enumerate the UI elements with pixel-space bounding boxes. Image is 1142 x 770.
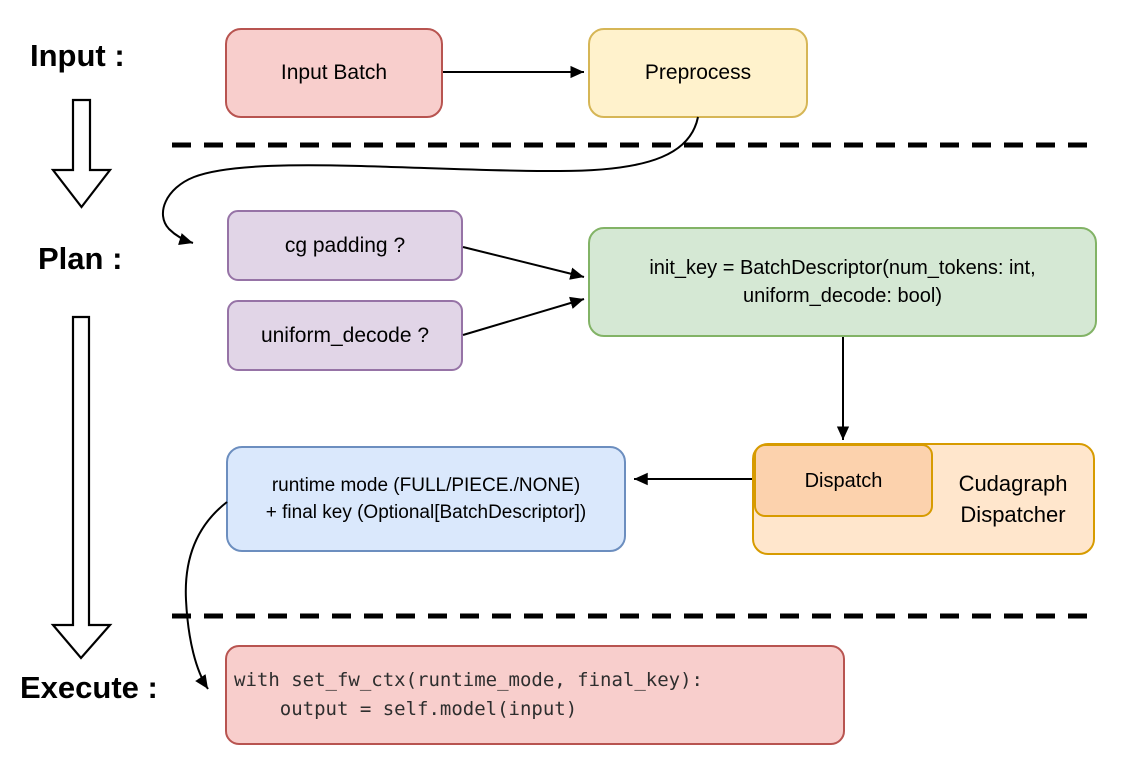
node-cudagraph-dispatcher-label: Cudagraph Dispatcher	[933, 445, 1093, 553]
node-dispatch-label: Dispatch	[804, 469, 883, 492]
node-uniform-decode: uniform_decode ?	[227, 300, 463, 371]
edge-runtime-mode-to-execute-code	[184, 501, 228, 690]
execute-code-line1: with set_fw_ctx(runtime_mode, final_key)…	[234, 669, 703, 691]
node-runtime-mode-line2: + final key (Optional[BatchDescriptor])	[265, 502, 587, 523]
section-label-execute: Execute :	[20, 670, 158, 705]
down-arrow-plan-icon	[50, 315, 113, 660]
node-uniform-decode-label: uniform_decode ?	[260, 323, 430, 347]
node-input-batch-label: Input Batch	[280, 61, 388, 84]
section-label-input: Input :	[30, 38, 125, 73]
cudagraph-label-line2: Dispatcher	[960, 502, 1066, 527]
section-label-plan: Plan :	[38, 241, 123, 276]
node-preprocess: Preprocess	[588, 28, 808, 118]
down-arrow-input-icon	[50, 98, 113, 209]
node-init-key-line1: init_key = BatchDescriptor(num_tokens: i…	[649, 257, 1036, 279]
cudagraph-label-line1: Cudagraph	[958, 471, 1068, 496]
node-init-key-line2: uniform_decode: bool)	[742, 285, 942, 307]
node-init-key: init_key = BatchDescriptor(num_tokens: i…	[588, 227, 1097, 337]
node-dispatch: Dispatch	[754, 444, 933, 517]
node-input-batch: Input Batch	[225, 28, 443, 118]
node-preprocess-label: Preprocess	[644, 61, 752, 84]
node-cg-padding: cg padding ?	[227, 210, 463, 281]
execute-code-line2: output = self.model(input)	[234, 698, 578, 720]
edge-uniform-decode-to-init-key	[462, 296, 585, 336]
edge-cg-padding-to-init-key	[462, 246, 585, 280]
node-runtime-mode-line1: runtime mode (FULL/PIECE./NONE)	[271, 475, 581, 496]
node-runtime-mode: runtime mode (FULL/PIECE./NONE) + final …	[226, 446, 626, 552]
node-cg-padding-label: cg padding ?	[284, 233, 406, 257]
node-execute-code: with set_fw_ctx(runtime_mode, final_key)…	[225, 645, 845, 745]
